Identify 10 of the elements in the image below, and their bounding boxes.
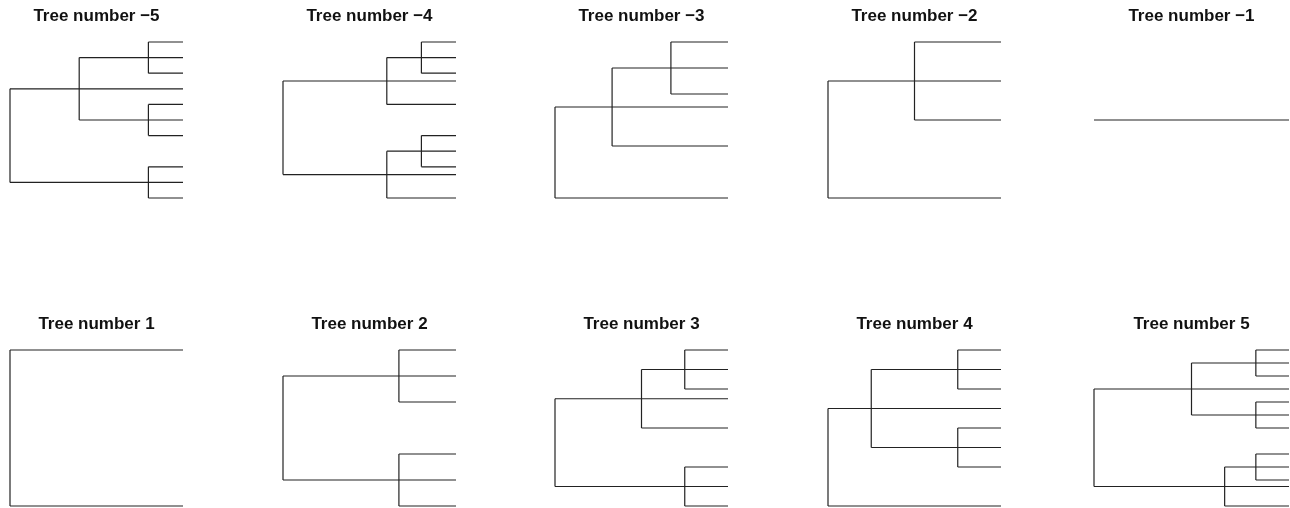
tree-title: Tree number 5 bbox=[1132, 314, 1251, 334]
tree-title: Tree number −3 bbox=[577, 6, 706, 26]
tree-title: Tree number 2 bbox=[310, 314, 429, 334]
tree-title: Tree number −1 bbox=[1127, 6, 1256, 26]
tree-title: Tree number 3 bbox=[582, 314, 701, 334]
tree-title: Tree number −2 bbox=[850, 6, 979, 26]
tree-title: Tree number 1 bbox=[37, 314, 156, 334]
tree-title: Tree number 4 bbox=[855, 314, 974, 334]
tree-title: Tree number −5 bbox=[32, 6, 161, 26]
tree-title: Tree number −4 bbox=[305, 6, 434, 26]
